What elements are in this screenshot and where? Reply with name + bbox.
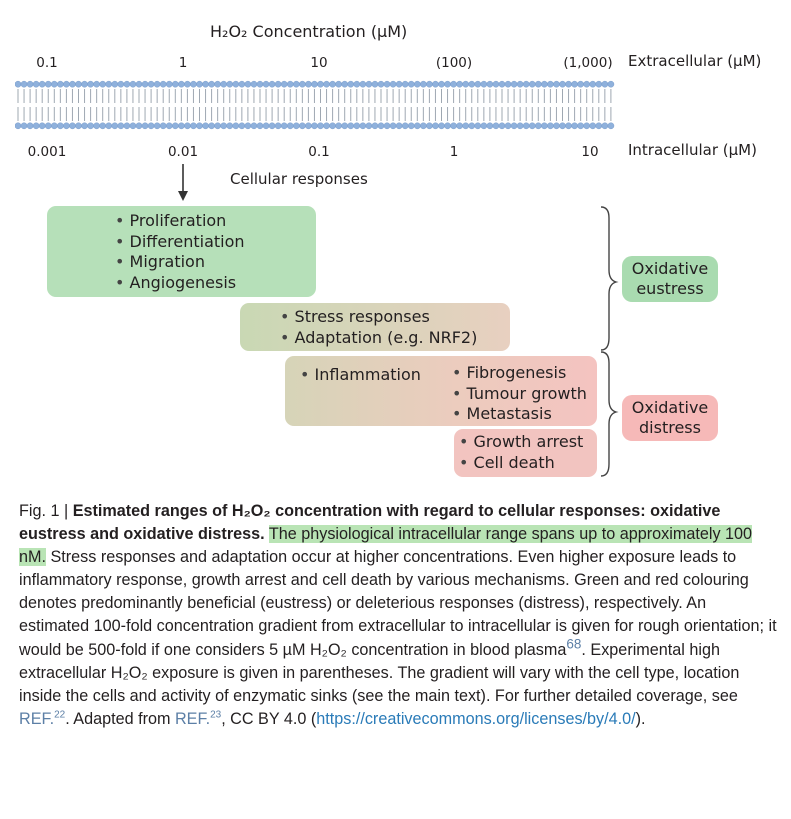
extracellular-tick: 10 [310,55,328,71]
ref-number: 23 [210,709,222,721]
extracellular-tick: (1,000) [563,55,613,71]
response-item: Adaptation (e.g. NRF2) [280,328,478,349]
response-item: Proliferation [115,211,245,232]
response-box-inflammation: Inflammation Fibrogenesis Tumour growth … [285,356,597,426]
figure-number: Fig. 1 | [19,502,73,520]
tag-line: Oxidative [631,398,709,417]
caption-text: ). [635,709,646,728]
ref-label: REF. [174,709,211,728]
lipid-bilayer-membrane [15,80,615,130]
reference-link-23[interactable]: REF.23 [175,710,221,728]
response-item: Stress responses [280,307,477,328]
response-box-cell-death: Growth arrest Cell death [454,429,597,477]
response-item: Differentiation [115,232,245,253]
figure-panel: H₂O₂ Concentration (µM) 0.1 1 10 (100) (… [0,0,791,495]
caption-text: . Adapted from [65,709,175,728]
caption-title: Estimated ranges of H₂O₂ concentration w… [19,502,721,544]
intracellular-tick: 0.01 [167,144,199,160]
extracellular-tick: 1 [178,55,188,71]
ref-number: 22 [54,709,66,721]
tag-line: Oxidative [631,259,709,278]
figure-caption: Fig. 1 | Estimated ranges of H₂O₂ concen… [19,500,779,731]
intracellular-tick: 0.001 [27,144,67,160]
response-box-stress: Stress responses Adaptation (e.g. NRF2) [240,303,510,351]
tag-line: distress [639,418,701,437]
axis-title: H₂O₂ Concentration (µM) [210,22,408,41]
response-item: Angiogenesis [115,273,245,294]
intracellular-label: Intracellular (µM) [628,141,757,159]
tag-line: eustress [636,279,704,298]
intracellular-tick: 10 [581,144,599,160]
ref-label: REF. [19,709,55,728]
oxidative-eustress-tag: Oxidative eustress [622,256,718,302]
oxidative-distress-tag: Oxidative distress [622,395,718,441]
response-list: Stress responses Adaptation (e.g. NRF2) [280,307,478,349]
response-item: Metastasis [452,404,587,425]
down-arrow-icon [178,164,188,201]
cellular-responses-label: Cellular responses [230,170,368,188]
response-item: Growth arrest [459,432,584,453]
response-list: Fibrogenesis Tumour growth Metastasis [452,363,587,425]
caption-text: . Experimental high extracellular H₂O₂ e… [19,640,740,705]
brace-icon [600,206,619,477]
intracellular-tick: 0.1 [308,144,330,160]
caption-text: , CC BY 4.0 ( [221,709,317,728]
intracellular-tick: 1 [449,144,459,160]
extracellular-tick: (100) [435,55,473,71]
response-item: Tumour growth [452,384,587,405]
extracellular-tick: 0.1 [36,55,58,71]
extracellular-label: Extracellular (µM) [628,52,762,70]
response-box-proliferation: Proliferation Differentiation Migration … [47,206,316,297]
reference-link-22[interactable]: REF.22 [19,710,65,728]
response-list: Growth arrest Cell death [459,432,584,474]
response-item: Fibrogenesis [452,363,587,384]
response-item: Cell death [459,453,583,474]
response-item: Migration [115,252,245,273]
response-list: Inflammation [300,365,421,386]
reference-68[interactable]: 68 [566,636,582,652]
license-link[interactable]: https://creativecommons.org/licenses/by/… [316,709,636,728]
caption-text: Stress responses and adaptation occur at… [19,548,777,659]
response-item: Inflammation [300,365,421,386]
response-list: Proliferation Differentiation Migration … [115,211,245,293]
